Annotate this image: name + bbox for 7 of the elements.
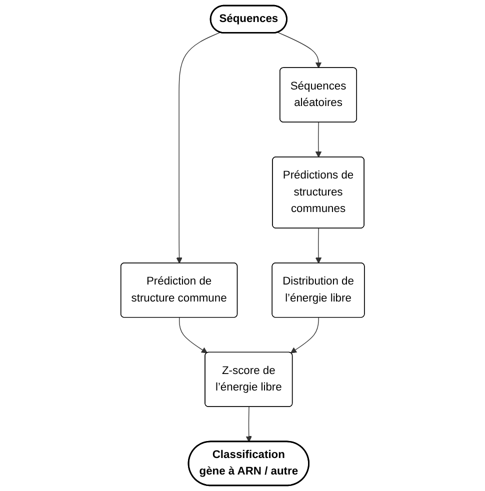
arrow <box>315 122 322 158</box>
arrow <box>176 32 220 264</box>
arrow <box>246 406 252 442</box>
arrow <box>290 317 319 354</box>
arrow <box>315 228 322 264</box>
arrow <box>178 317 208 354</box>
arrow <box>277 32 322 68</box>
